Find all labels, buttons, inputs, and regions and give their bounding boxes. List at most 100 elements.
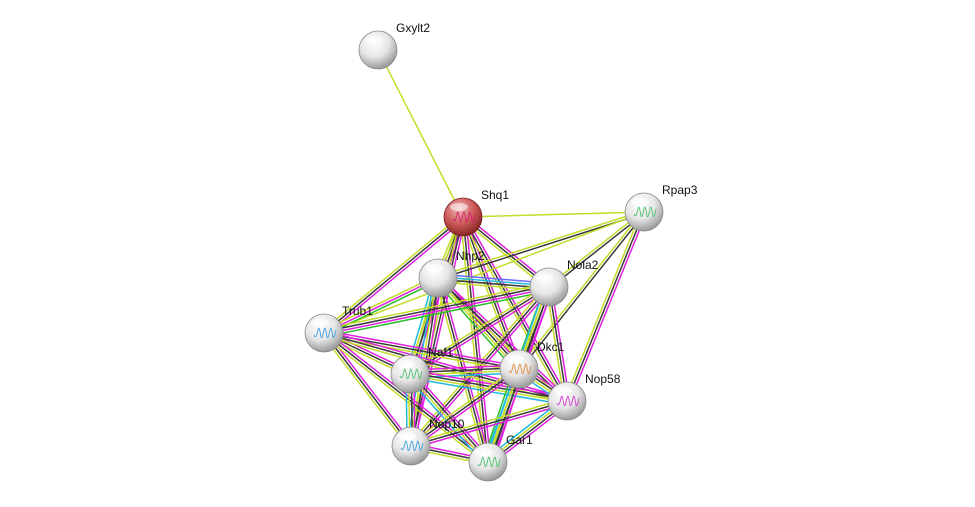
node-highlight [425, 264, 443, 272]
edge-evidence-textmining [459, 217, 487, 463]
node-nop58[interactable]: Nop58 [547, 372, 621, 421]
node-gar1[interactable]: Gar1 [468, 433, 533, 482]
edge-evidence-textmining [410, 397, 567, 445]
protein-structure-icon [313, 327, 337, 339]
edge-evidence-textmining [545, 287, 566, 402]
edge-evidence-experiments [412, 370, 492, 460]
node-highlight [554, 387, 572, 395]
protein-structure-icon [508, 363, 532, 375]
edge-evidence-neighborhood [324, 290, 550, 338]
edge-evidence-coexpression [410, 371, 568, 401]
node-label: Rpap3 [662, 183, 698, 197]
edge-nola2-trub1[interactable] [323, 282, 550, 338]
edge-evidence-coexpression [410, 372, 490, 462]
node-label: Nhp2 [456, 249, 485, 263]
edge-evidence-coexpression [462, 216, 489, 463]
node-label: Nop58 [585, 372, 621, 386]
node-dkc1[interactable]: Dkc1 [499, 340, 565, 389]
protein-structure-icon [556, 395, 580, 407]
node-rpap3[interactable]: Rpap3 [624, 183, 698, 232]
edge-gxylt2-shq1[interactable] [377, 49, 464, 218]
edge-evidence-experiments [323, 277, 439, 334]
node-label: Gxylt2 [396, 21, 430, 35]
node-nop10[interactable]: Nop10 [391, 417, 465, 466]
node-label: Trub1 [342, 304, 373, 318]
edge-shq1-trub1[interactable] [321, 214, 466, 336]
edge-evidence-textmining [321, 334, 410, 449]
edge-evidence-experiments [324, 329, 520, 368]
edge-evidence-textmining [517, 210, 644, 369]
node-highlight [398, 432, 416, 440]
node-label: Naf1 [428, 345, 454, 359]
edge-evidence-coexpression [410, 368, 520, 447]
edge-dkc1-nop10[interactable] [409, 366, 521, 449]
edge-evidence-coexpression [549, 212, 646, 289]
edge-evidence-experiments [325, 218, 466, 336]
edge-evidence-neighborhood [434, 280, 517, 373]
node-nhp2[interactable]: Nhp2 [418, 249, 485, 298]
edge-evidence-textmining [437, 210, 644, 278]
edge-shq1-rpap3[interactable] [462, 211, 645, 218]
edge-evidence-experiments [324, 329, 568, 400]
node-nola2[interactable]: Nola2 [529, 258, 599, 307]
edge-nhp2-trub1[interactable] [322, 274, 440, 337]
edge-evidence-textmining [462, 211, 645, 218]
edge-evidence-textmining [435, 279, 566, 404]
node-naf1[interactable]: Naf1 [390, 345, 454, 394]
edge-evidence-coexpression [519, 212, 646, 371]
node-label: Gar1 [506, 433, 533, 447]
edge-evidence-textmining [409, 366, 518, 445]
edge-rpap3-trub1[interactable] [323, 211, 645, 334]
edge-evidence-textmining [409, 374, 567, 404]
node-highlight [311, 319, 329, 327]
edge-evidence-experiments [568, 212, 648, 403]
edge-evidence-experiments [324, 287, 550, 336]
protein-structure-icon [452, 211, 476, 223]
node-highlight [450, 203, 468, 211]
node-highlight [475, 448, 493, 456]
edge-evidence-textmining [322, 274, 438, 332]
edge-rpap3-nop58[interactable] [563, 210, 648, 403]
edge-evidence-textmining [321, 214, 462, 332]
node-highlight [365, 36, 383, 44]
protein-structure-icon [477, 456, 501, 468]
edge-evidence-coexpression [323, 284, 549, 333]
node-gxylt2[interactable]: Gxylt2 [358, 21, 430, 70]
node-highlight [397, 360, 415, 368]
protein-structure-icon [400, 440, 424, 452]
edge-evidence-coexpression [410, 400, 568, 447]
edge-evidence-textmining [321, 334, 487, 465]
node-label: Nop10 [429, 417, 465, 431]
node-label: Dkc1 [537, 340, 565, 354]
protein-structure-icon [633, 206, 657, 218]
edge-nop58-nop10[interactable] [410, 397, 568, 450]
node-label: Shq1 [481, 188, 509, 202]
edge-evidence-experiments [464, 215, 523, 369]
edge-evidence-experiments [412, 370, 521, 449]
edge-evidence-textmining [408, 284, 549, 373]
edge-rpap3-nola2[interactable] [547, 210, 646, 289]
edge-evidence-experiments [411, 402, 568, 450]
edge-evidence-experiments [410, 369, 568, 398]
node-highlight [631, 198, 649, 206]
node-highlight [536, 273, 554, 281]
edge-rpap3-dkc1[interactable] [517, 210, 646, 371]
edge-evidence-textmining [323, 282, 549, 330]
node-highlight [506, 355, 524, 363]
node-label: Nola2 [567, 258, 599, 272]
edge-evidence-experiments [550, 286, 571, 401]
edge-evidence-coexpression [566, 211, 645, 402]
protein-structure-icon [399, 368, 423, 380]
edge-evidence-textmining [407, 216, 462, 446]
node-shq1[interactable]: Shq1 [443, 188, 509, 237]
edge-evidence-textmining [377, 49, 464, 218]
edge-evidence-coexpression [323, 216, 464, 334]
node-trub1[interactable]: Trub1 [304, 304, 373, 353]
edge-evidence-textmining [547, 210, 644, 287]
edge-evidence-textmining [323, 211, 645, 334]
edge-evidence-experiments [412, 217, 467, 447]
edge-evidence-neighborhood [324, 279, 440, 337]
edge-evidence-coexpression [323, 332, 412, 447]
